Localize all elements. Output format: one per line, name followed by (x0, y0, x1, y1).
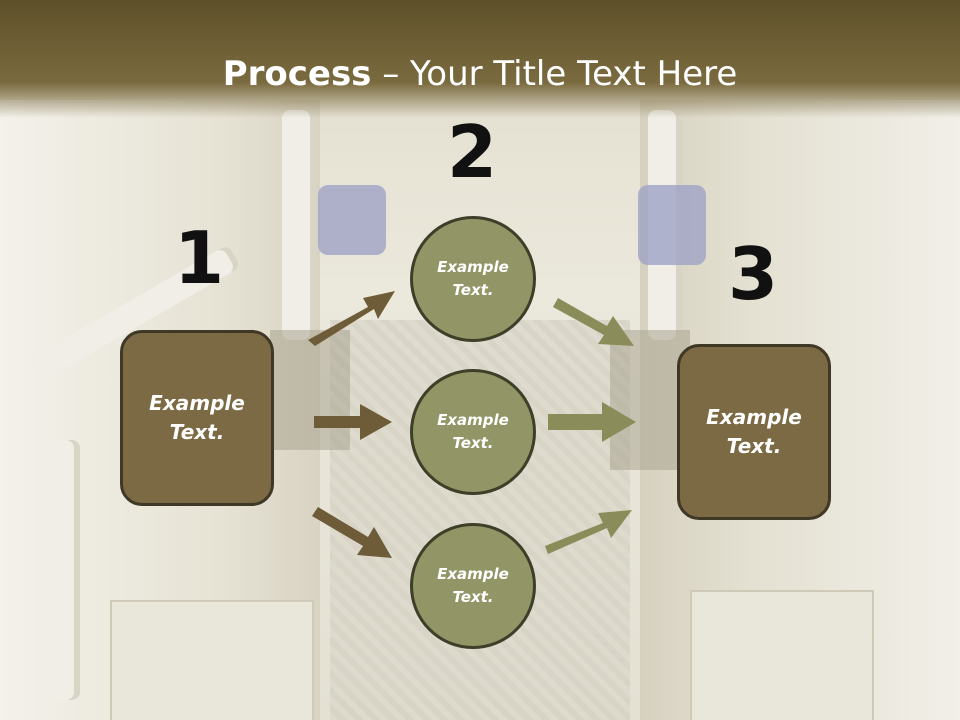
lower-pipe-left (40, 440, 80, 700)
arrow-left-to-middle (314, 404, 392, 440)
arrow-left-to-bottom (312, 507, 392, 558)
machinery-right (610, 330, 690, 470)
machinery-left (270, 330, 350, 450)
step-number-3: 3 (727, 232, 779, 316)
title-band (0, 0, 960, 118)
step-1-box-text: Example Text. (149, 391, 245, 444)
title-rest: – Your Title Text Here (371, 54, 738, 94)
left-arrows (308, 291, 395, 558)
circle-top-text: Example Text. (437, 258, 509, 299)
vertical-pipe-left (282, 110, 316, 340)
circle-bottom-text: Example Text. (437, 565, 509, 606)
pump-motor-left (318, 185, 386, 255)
circle-top[interactable]: Example Text. (410, 216, 536, 342)
arrow-top-to-right (553, 298, 634, 346)
step-1-box[interactable]: Example Text. (120, 330, 274, 506)
step-number-2: 2 (446, 110, 498, 194)
circle-middle[interactable]: Example Text. (410, 369, 536, 495)
step-3-box-text: Example Text. (706, 405, 802, 458)
step-3-box[interactable]: Example Text. (677, 344, 831, 520)
circle-middle-text: Example Text. (437, 411, 509, 452)
arrow-middle-to-right (548, 402, 636, 442)
circle-bottom[interactable]: Example Text. (410, 523, 536, 649)
slide-title: Process – Your Title Text Here (0, 52, 960, 96)
arrow-left-to-top (308, 291, 395, 346)
right-arrows (545, 298, 636, 554)
tank-left (110, 600, 314, 720)
title-bold: Process (222, 54, 372, 94)
step-number-1: 1 (173, 216, 225, 300)
tank-right (690, 590, 874, 720)
pump-motor-right (638, 185, 706, 265)
arrow-bottom-to-right (545, 510, 632, 554)
